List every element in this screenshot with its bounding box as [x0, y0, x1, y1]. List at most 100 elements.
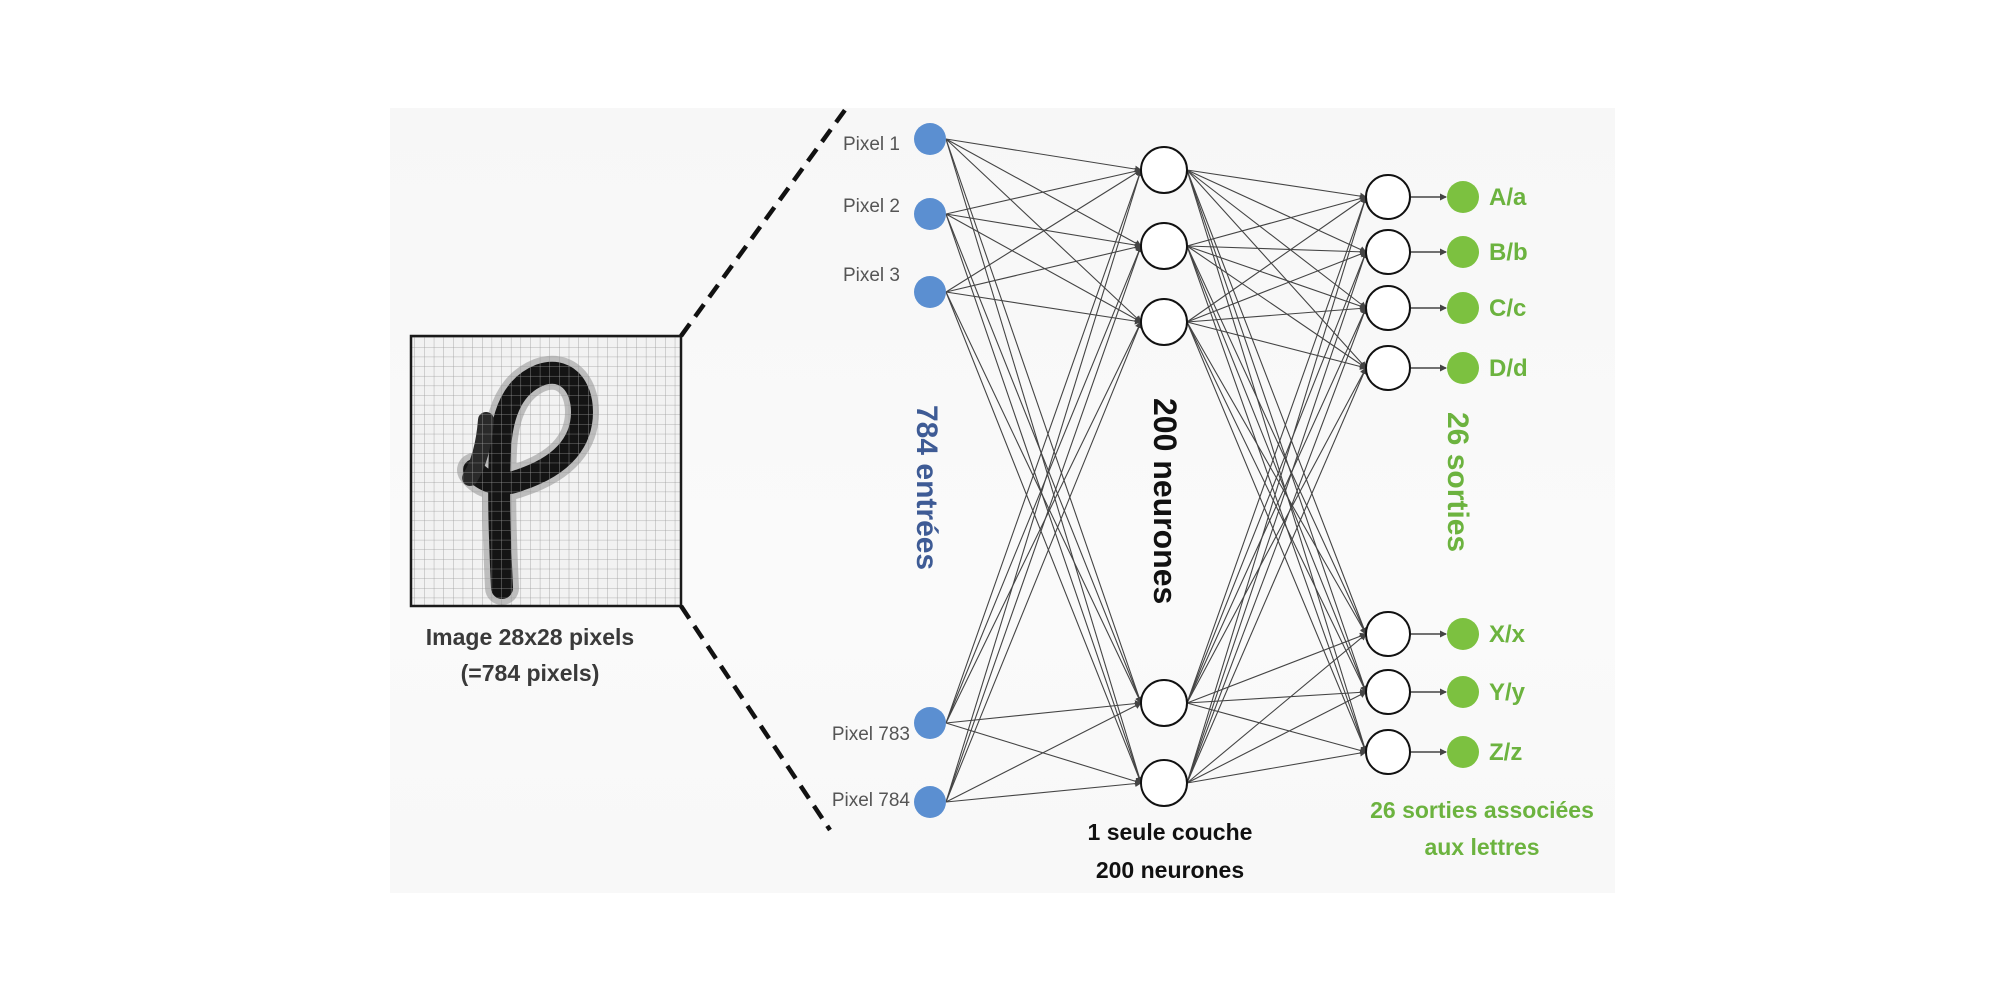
- output-neuron: [1365, 229, 1411, 275]
- hidden-output-connection: [1186, 169, 1368, 693]
- output-caption-line1: 26 sorties associées: [1370, 797, 1594, 823]
- hidden-output-connection: [1186, 195, 1367, 247]
- input-hidden-connection: [945, 213, 1142, 323]
- zoom-line-top: [679, 108, 847, 338]
- input-hidden-connection: [945, 291, 1142, 325]
- output-neuron: [1365, 729, 1411, 775]
- hidden-node: [1140, 298, 1188, 346]
- input-hidden-connection: [945, 291, 1143, 784]
- input-node: [914, 786, 946, 818]
- hidden-node: [1140, 679, 1188, 727]
- output-label-x: X/x: [1489, 621, 1526, 648]
- hidden-output-connection: [1186, 245, 1368, 753]
- image-border: [409, 334, 683, 608]
- hidden-output-connection: [1186, 169, 1367, 369]
- input-label-pixel-784: Pixel 784: [832, 790, 911, 811]
- input-group-label: 784 entrées: [910, 405, 943, 570]
- output-label-z: Z/z: [1489, 739, 1522, 766]
- input-hidden-connection: [945, 243, 1142, 293]
- input-hidden-connection: [945, 138, 1143, 784]
- input-layer: Pixel 1 Pixel 2 Pixel 3 Pixel 783 Pixel …: [832, 123, 946, 818]
- hidden-output-connection: [1186, 169, 1367, 253]
- hidden-output-connection: [1186, 196, 1368, 784]
- input-hidden-connection: [945, 213, 1142, 249]
- hidden-output-connection: [1186, 169, 1368, 753]
- input-label-pixel-3: Pixel 3: [843, 265, 900, 286]
- output-label-y: Y/y: [1489, 679, 1526, 706]
- output-caption-line2: aux lettres: [1424, 834, 1539, 860]
- output-neuron-layer: [1365, 174, 1411, 775]
- hidden-output-connection: [1186, 307, 1368, 784]
- hidden-layer: 200 neurones 1 seule couche 200 neurones: [1088, 146, 1253, 883]
- hidden-output-connection: [1186, 321, 1367, 370]
- image-caption-line2: (=784 pixels): [461, 660, 600, 686]
- hidden-caption-line2: 200 neurones: [1096, 857, 1244, 883]
- input-node: [914, 707, 946, 739]
- input-hidden-connection: [945, 138, 1143, 704]
- output-class-node: [1447, 676, 1479, 708]
- hidden-output-connection: [1186, 321, 1367, 753]
- input-hidden-connection: [945, 700, 1142, 724]
- hidden-output-connection: [1186, 702, 1367, 754]
- input-node: [914, 276, 946, 308]
- input-hidden-connection: [945, 138, 1142, 173]
- hidden-output-connection: [1186, 169, 1367, 200]
- hidden-node: [1140, 222, 1188, 270]
- hidden-output-connection: [1186, 749, 1367, 784]
- hidden-output-connection: [1186, 633, 1367, 784]
- hidden-output-connection: [1186, 245, 1367, 369]
- input-hidden-connection: [945, 169, 1142, 293]
- input-hidden-connection: [945, 321, 1142, 803]
- hidden-output-connection: [1186, 632, 1367, 704]
- output-neuron: [1365, 345, 1411, 391]
- hidden-output-connection: [1186, 367, 1367, 704]
- input-hidden-connection: [945, 169, 1143, 724]
- output-label-b: B/b: [1489, 239, 1528, 266]
- hidden-output-connection: [1186, 367, 1367, 784]
- pixel-grid: [411, 336, 681, 606]
- input-node: [914, 198, 946, 230]
- zoom-line-bottom: [679, 604, 832, 832]
- hidden-output-connection: [1186, 245, 1367, 256]
- hidden-node: [1140, 146, 1188, 194]
- input-hidden-connection: [945, 169, 1143, 803]
- input-image: Image 28x28 pixels (=784 pixels): [409, 334, 683, 686]
- output-class-node: [1447, 181, 1479, 213]
- hidden-output-connection: [1186, 251, 1368, 704]
- hidden-caption-line1: 1 seule couche: [1088, 819, 1253, 845]
- input-hidden-connection: [945, 245, 1143, 803]
- input-hidden-connection: [945, 167, 1142, 215]
- input-hidden-connection: [945, 780, 1142, 803]
- output-class-node: [1447, 292, 1479, 324]
- hidden-output-connection: [1186, 251, 1368, 784]
- hidden-output-connection: [1186, 321, 1367, 693]
- output-neuron: [1365, 611, 1411, 657]
- output-neuron: [1365, 285, 1411, 331]
- output-class-node: [1447, 736, 1479, 768]
- input-node: [914, 123, 946, 155]
- input-hidden-connection: [945, 291, 1142, 704]
- hidden-group-label: 200 neurones: [1147, 398, 1183, 604]
- output-neuron: [1365, 669, 1411, 715]
- hidden-node: [1140, 759, 1188, 807]
- hidden-output-connection: [1186, 245, 1367, 310]
- hidden-output-connection: [1186, 691, 1367, 784]
- input-label-pixel-2: Pixel 2: [843, 196, 900, 217]
- output-label-a: A/a: [1489, 184, 1527, 211]
- output-neuron: [1365, 174, 1411, 220]
- hidden-output-connection: [1186, 250, 1367, 323]
- output-class-node: [1447, 618, 1479, 650]
- hidden-output-connection: [1186, 196, 1368, 704]
- hidden-output-connection: [1186, 304, 1367, 323]
- hidden-output-connection: [1186, 245, 1368, 693]
- output-class-node: [1447, 236, 1479, 268]
- hidden-output-connection: [1186, 169, 1367, 309]
- network-connections: [945, 138, 1447, 803]
- input-label-pixel-783: Pixel 783: [832, 724, 910, 745]
- input-label-pixel-1: Pixel 1: [843, 134, 900, 155]
- image-caption-line1: Image 28x28 pixels: [426, 624, 634, 650]
- output-class-layer: A/a B/b C/c D/d X/x Y/y Z/z 26 sorties 2…: [1370, 181, 1594, 860]
- input-hidden-connection: [945, 213, 1143, 704]
- output-class-node: [1447, 352, 1479, 384]
